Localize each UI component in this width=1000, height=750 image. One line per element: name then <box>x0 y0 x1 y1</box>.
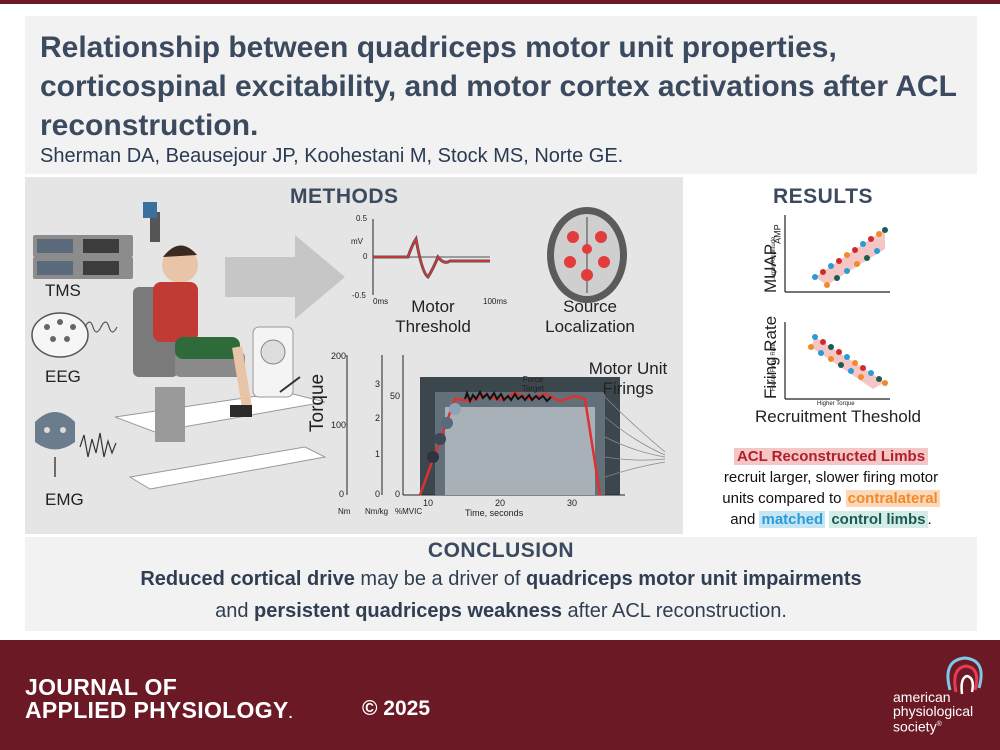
copyright: © 2025 <box>362 697 431 720</box>
mep-xend: 100ms <box>483 297 508 306</box>
top-bar <box>0 0 1000 4</box>
results-text-line4: and matched control limbs. <box>686 509 976 530</box>
torque-plot <box>346 355 666 496</box>
aps-logo-icon <box>946 656 983 695</box>
conclusion-bold: quadriceps motor unit impairments <box>526 568 862 590</box>
arrow-right-icon <box>225 235 345 319</box>
conclusion-line1: Reduced cortical drive may be a driver o… <box>25 568 977 591</box>
results-text-line3: units compared to contralateral <box>686 488 976 509</box>
nm-tick: 0 <box>339 489 345 499</box>
nmkg-tick: 0 <box>375 489 381 499</box>
results-plots <box>784 215 890 400</box>
authors: Sherman DA, Beausejour JP, Koohestani M,… <box>40 145 624 167</box>
source-localization-label: Source Localization <box>545 297 635 336</box>
acl-highlight: ACL Reconstructed Limbs <box>733 448 929 465</box>
emg-sensor-icon <box>35 412 117 477</box>
results-text-part: . <box>927 511 932 528</box>
eeg-label: EEG <box>45 367 81 386</box>
time-xlabel: Time, seconds <box>465 508 524 518</box>
results-panel: RESULTS MUAPAMP Larger Amplitude Firing … <box>685 177 977 534</box>
time-tick: 20 <box>495 498 506 508</box>
nm-tick: 100 <box>331 420 347 430</box>
mep-trace <box>372 219 490 295</box>
conclusion-text: may be a driver of <box>354 568 527 590</box>
conclusion-bold: Reduced cortical drive <box>140 568 355 590</box>
firing-markers <box>808 334 888 386</box>
nmkg-tick: 2 <box>375 413 381 423</box>
torque-ylabel: Torque <box>307 373 328 432</box>
page-title: Relationship between quadriceps motor un… <box>40 31 957 142</box>
mep-ytick: -0.5 <box>352 291 366 300</box>
matched-highlight: matched <box>759 511 826 528</box>
methods-heading: METHODS <box>290 185 399 208</box>
brain-icon <box>547 207 627 303</box>
results-text-line2: recruit larger, slower firing motor <box>723 469 939 486</box>
contralateral-highlight: contralateral <box>845 490 940 507</box>
force-target-label: Force Target <box>521 375 545 393</box>
muap-markers <box>812 227 888 288</box>
motor-unit-firings-label: Motor Unit Firings <box>588 359 668 398</box>
time-tick: 10 <box>423 498 434 508</box>
conclusion-heading: CONCLUSION <box>427 539 575 562</box>
mep-xstart: 0ms <box>373 297 389 306</box>
emg-label: EMG <box>45 490 84 509</box>
journal-name-text: APPLIED PHYSIOLOGY <box>25 697 289 723</box>
methods-illustration <box>31 202 666 496</box>
society-mark: ® <box>936 721 942 728</box>
results-text-part: units compared to <box>722 490 846 507</box>
conclusion-bold: persistent quadriceps weakness <box>254 600 562 622</box>
society-text: society <box>893 718 937 735</box>
journal-name-line1: JOURNAL OF <box>25 674 178 700</box>
mep-ytick: 0 <box>363 252 368 261</box>
title-box <box>25 16 977 174</box>
knee-dynamometer-icon <box>114 202 327 490</box>
time-tick: 30 <box>567 498 578 508</box>
conclusion-text: after ACL reconstruction. <box>561 600 787 622</box>
journal-name-line2: APPLIED PHYSIOLOGY. <box>25 699 293 725</box>
motor-threshold-label: Motor Threshold <box>395 297 471 336</box>
society-line1: american <box>893 689 951 705</box>
nmkg-tick: 3 <box>375 379 381 389</box>
mvic-tick: 50 <box>390 391 401 401</box>
society-line2: physiological <box>893 703 974 719</box>
methods-panel: METHODS TMS EEG EMG 0.5 0 -0.5 mV 0ms 10… <box>25 177 683 534</box>
conclusion-text: and <box>215 600 255 622</box>
recruitment-xlabel: Recruitment Theshold <box>755 407 921 426</box>
results-heading: RESULTS <box>773 185 873 208</box>
nmkg-tick: 1 <box>375 449 381 459</box>
eeg-cap-icon <box>31 312 118 358</box>
conclusion-box <box>25 537 977 631</box>
mep-ytick: 0.5 <box>356 214 368 223</box>
firing-small-axis: Faster Firing Rate <box>771 342 777 391</box>
journal-mark: . <box>288 705 293 721</box>
footer <box>0 640 1000 750</box>
society-line3: society® <box>893 718 973 734</box>
mvic-unit: %MVIC <box>395 507 423 516</box>
muap-small-axis: Larger Amplitude <box>771 236 777 282</box>
conclusion-line2: and persistent quadriceps weakness after… <box>25 600 977 623</box>
tms-label: TMS <box>45 281 81 300</box>
results-text-line1: ACL Reconstructed Limbs <box>686 446 976 467</box>
tms-device-icon <box>33 235 133 279</box>
control-highlight: control limbs <box>829 511 928 528</box>
nm-tick: 200 <box>331 351 347 361</box>
results-text-part: and <box>730 511 760 528</box>
mep-yunit: mV <box>351 237 363 246</box>
nm-unit: Nm <box>338 507 351 516</box>
mvic-tick: 0 <box>395 489 401 499</box>
nmkg-unit: Nm/kg <box>365 507 389 516</box>
firing-small-x: Higher Torque <box>817 401 855 407</box>
